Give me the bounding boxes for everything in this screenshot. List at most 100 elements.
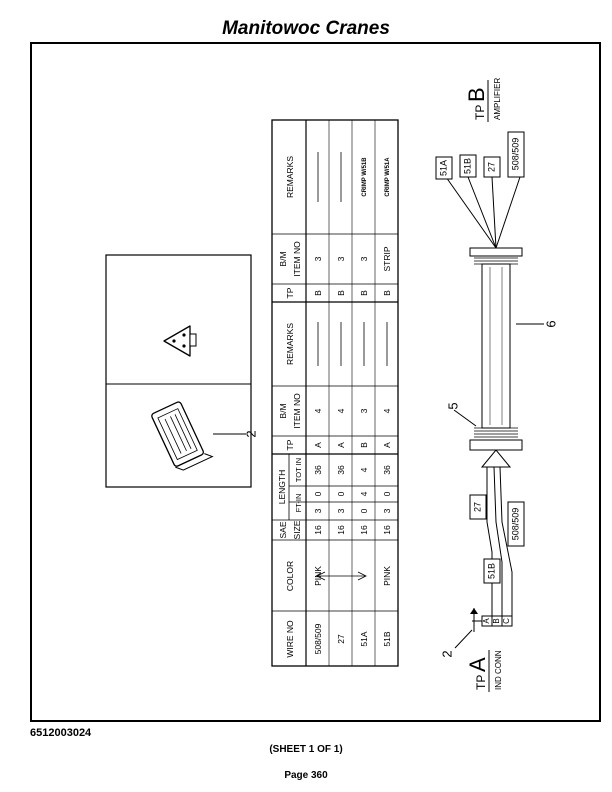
svg-text:AMPLIFIER: AMPLIFIER xyxy=(493,78,502,120)
svg-text:51B: 51B xyxy=(462,158,472,174)
header-tot-in: TOT IN xyxy=(294,458,303,482)
wire-label-b-51b: 51B xyxy=(459,154,477,178)
svg-text:16: 16 xyxy=(359,525,369,535)
connector-face-icon xyxy=(163,325,197,357)
wire-label-a-27: 27 xyxy=(469,494,487,520)
svg-text:3: 3 xyxy=(382,508,392,513)
svg-text:TP: TP xyxy=(474,675,488,690)
header-tp-b: TP xyxy=(285,287,295,298)
svg-text:51A: 51A xyxy=(438,160,448,176)
page-number: Page 360 xyxy=(284,770,328,781)
svg-text:STRIP: STRIP xyxy=(382,246,392,271)
pin-b: B xyxy=(492,618,501,623)
wires-b xyxy=(445,176,521,249)
tp-b-label: TP B AMPLIFIER xyxy=(464,78,502,122)
wiring-diagram: 2 WIRE NO COLOR SAE SIZE LENGTH FT-IN TO xyxy=(105,78,558,692)
svg-text:A: A xyxy=(336,442,346,448)
svg-text:36: 36 xyxy=(313,465,323,475)
svg-text:508/509: 508/509 xyxy=(510,508,520,541)
header-remarks-a: REMARKS xyxy=(285,323,295,365)
svg-text:51B: 51B xyxy=(486,563,496,579)
boot-a xyxy=(469,427,523,451)
sheet-indicator: (SHEET 1 OF 1) xyxy=(269,744,343,755)
svg-text:3: 3 xyxy=(359,408,369,413)
wire-table: WIRE NO COLOR SAE SIZE LENGTH FT-IN TOT … xyxy=(271,119,399,667)
callout-5-leader xyxy=(453,409,477,427)
drawing-frame xyxy=(30,42,601,722)
svg-text:27: 27 xyxy=(472,502,482,512)
table-row: 508/509 PINK 16 3 0 36 A 4 B 3 xyxy=(313,152,323,654)
svg-text:3: 3 xyxy=(336,256,346,261)
boot-b xyxy=(469,247,523,265)
svg-text:3: 3 xyxy=(313,508,323,513)
svg-text:0: 0 xyxy=(336,491,346,496)
svg-text:B: B xyxy=(464,87,489,102)
svg-text:PINK: PINK xyxy=(382,566,392,586)
svg-text:B: B xyxy=(313,290,323,296)
svg-text:4: 4 xyxy=(359,491,369,496)
header-bm-b: B/M xyxy=(278,251,288,266)
svg-text:CRIMP W/51B: CRIMP W/51B xyxy=(362,157,368,197)
detail-box xyxy=(105,254,252,488)
tp-a-label: TP A IND CONN xyxy=(465,650,503,692)
svg-text:508/509: 508/509 xyxy=(510,138,520,171)
header-color: COLOR xyxy=(285,561,295,591)
svg-text:B: B xyxy=(359,442,369,448)
pin-arrow-icon xyxy=(470,608,482,632)
header-sae: SAE xyxy=(278,521,288,538)
document-number: 6512003024 xyxy=(30,727,92,739)
svg-text:TP: TP xyxy=(473,105,487,120)
svg-text:4: 4 xyxy=(382,408,392,413)
svg-text:0: 0 xyxy=(382,491,392,496)
wire-label-b-27: 27 xyxy=(483,156,501,178)
connector-housing-icon xyxy=(151,401,214,471)
svg-text:3: 3 xyxy=(359,256,369,261)
connector-detail xyxy=(105,254,252,488)
callout-conn: 2 xyxy=(439,650,454,657)
svg-text:0: 0 xyxy=(313,491,323,496)
svg-text:27: 27 xyxy=(336,634,346,644)
svg-text:B: B xyxy=(336,290,346,296)
header-ft-in: FT-IN xyxy=(294,494,303,513)
header-size: SIZE xyxy=(292,520,302,539)
svg-text:16: 16 xyxy=(313,525,323,535)
callout-boot: 5 xyxy=(445,402,460,409)
svg-text:A: A xyxy=(313,442,323,448)
svg-text:3: 3 xyxy=(336,508,346,513)
connector-a: A B C xyxy=(481,615,513,627)
svg-text:51B: 51B xyxy=(382,631,392,646)
cable xyxy=(481,263,511,429)
svg-text:4: 4 xyxy=(359,467,369,472)
callout-2-leader xyxy=(454,629,473,649)
svg-text:3: 3 xyxy=(313,256,323,261)
svg-text:27: 27 xyxy=(486,162,496,172)
wire-label-b-51a: 51A xyxy=(435,156,453,180)
pin-a: A xyxy=(482,618,491,624)
pin-c: C xyxy=(502,618,511,624)
wire-label-a-508-509: 508/509 xyxy=(507,501,525,547)
table-row: 51A 16 0 4 4 B 3 B 3 CRIMP W/51B xyxy=(359,157,369,647)
svg-text:0: 0 xyxy=(359,508,369,513)
header-wire-no: WIRE NO xyxy=(285,620,295,658)
table-row: 27 16 3 0 36 A 4 B 3 xyxy=(316,152,367,644)
svg-text:51A: 51A xyxy=(359,631,369,646)
svg-text:IND CONN: IND CONN xyxy=(494,650,503,690)
table-row: 51B PINK 16 3 0 36 A 4 B STRIP CRIMP W/5… xyxy=(382,157,392,647)
svg-text:B: B xyxy=(359,290,369,296)
header-remarks-b: REMARKS xyxy=(285,156,295,198)
callout-detail: 2 xyxy=(243,430,258,437)
callout-cable: 6 xyxy=(543,320,558,327)
svg-text:16: 16 xyxy=(382,525,392,535)
header-length: LENGTH xyxy=(277,470,287,504)
svg-text:A: A xyxy=(465,657,490,672)
header-item-b: ITEM NO xyxy=(292,241,302,277)
svg-text:508/509: 508/509 xyxy=(313,623,323,654)
svg-text:A: A xyxy=(382,442,392,448)
svg-text:36: 36 xyxy=(382,465,392,475)
page-title: Manitowoc Cranes xyxy=(222,18,390,39)
wire-label-a-51b: 51B xyxy=(483,558,501,584)
wires-a xyxy=(480,449,513,616)
svg-text:CRIMP W/51A: CRIMP W/51A xyxy=(385,157,391,197)
svg-text:B: B xyxy=(382,290,392,296)
svg-text:16: 16 xyxy=(336,525,346,535)
